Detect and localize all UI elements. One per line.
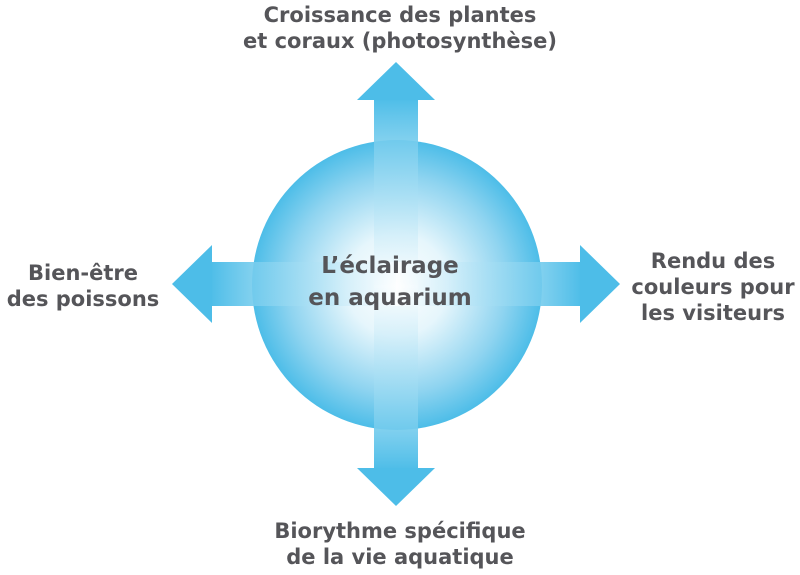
center-title: L’éclairage en aquarium xyxy=(255,250,525,314)
label-top-line1: Croissance des plantes xyxy=(263,3,537,27)
label-left-line1: Bien-être xyxy=(28,261,138,285)
label-bottom-line2: de la vie aquatique xyxy=(286,545,514,569)
arrow-left xyxy=(172,245,400,323)
label-fish-wellbeing: Bien-être des poissons xyxy=(0,260,166,312)
arrow-right xyxy=(396,245,620,323)
label-right-line2: couleurs pour xyxy=(631,275,795,299)
arrow-down xyxy=(357,285,435,506)
label-visitor-color-rendering: Rendu des couleurs pour les visiteurs xyxy=(626,248,800,326)
label-plant-coral-growth: Croissance des plantes et coraux (photos… xyxy=(200,2,600,54)
center-title-line1: L’éclairage xyxy=(321,253,459,279)
label-left-line2: des poissons xyxy=(6,287,160,311)
arrow-up xyxy=(357,62,435,288)
label-bottom-line1: Biorythme spécifique xyxy=(274,519,526,543)
label-right-line1: Rendu des xyxy=(650,249,776,273)
label-right-line3: les visiteurs xyxy=(641,301,785,325)
label-biorhythm: Biorythme spécifique de la vie aquatique xyxy=(200,518,600,570)
center-title-line2: en aquarium xyxy=(308,285,472,311)
label-top-line2: et coraux (photosynthèse) xyxy=(243,29,557,53)
